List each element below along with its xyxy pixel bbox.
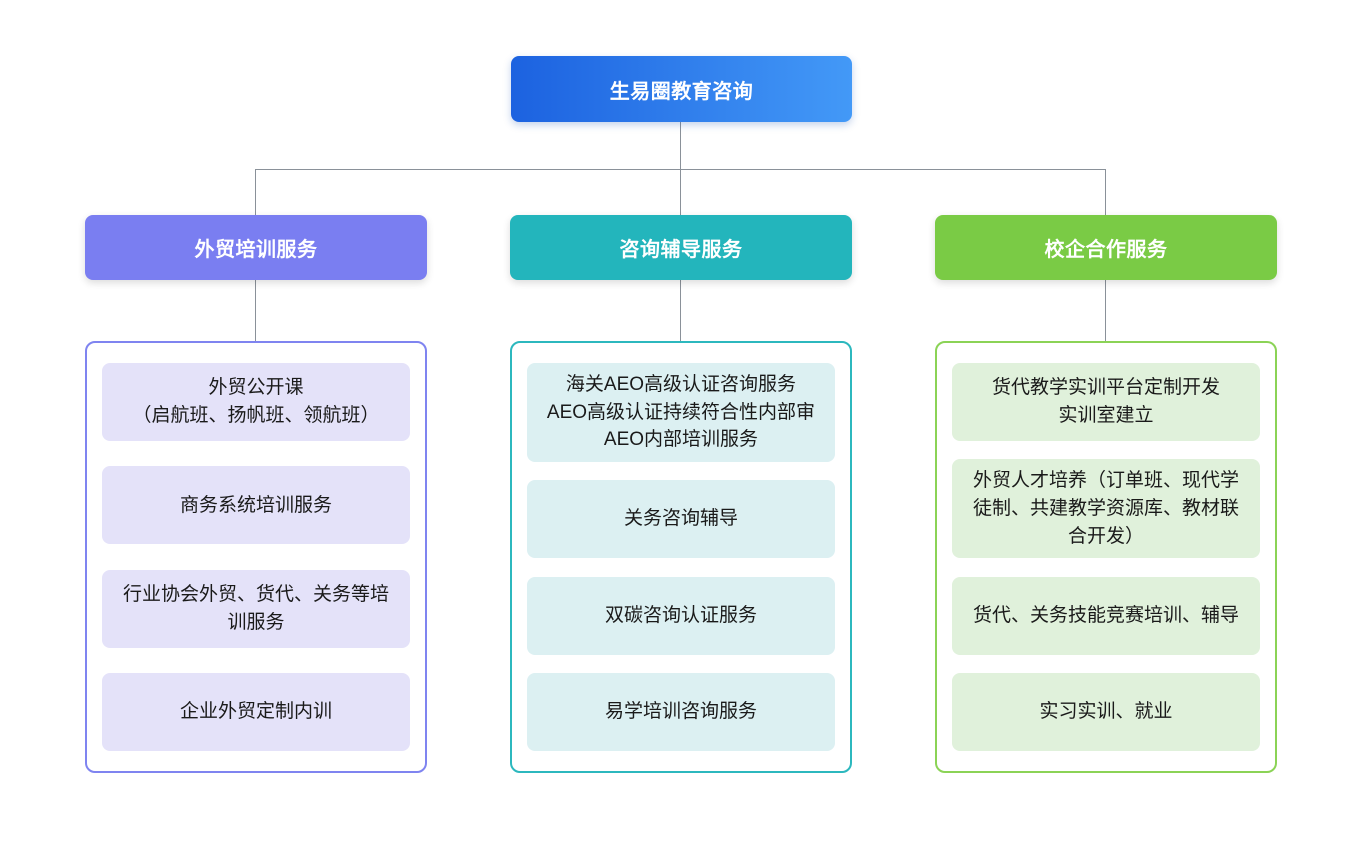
leaf-item: 行业协会外贸、货代、关务等培训服务	[102, 569, 410, 648]
leaf-item: 外贸公开课 （启航班、扬帆班、领航班）	[102, 363, 410, 441]
leaf-item: 易学培训咨询服务	[527, 673, 835, 751]
branch-header-trade-training: 外贸培训服务	[85, 215, 427, 280]
leaf-item: 商务系统培训服务	[102, 466, 410, 545]
leaf-item: 海关AEO高级认证咨询服务 AEO高级认证持续符合性内部审 AEO内部培训服务	[527, 363, 835, 462]
branch-container-consulting: 海关AEO高级认证咨询服务 AEO高级认证持续符合性内部审 AEO内部培训服务 …	[510, 341, 852, 773]
connector-root-drop	[680, 122, 681, 169]
leaf-item: 企业外贸定制内训	[102, 672, 410, 751]
connector-drop-branch-2	[680, 169, 681, 215]
connector-header-drop-3	[1105, 280, 1106, 341]
connector-header-drop-1	[255, 280, 256, 341]
leaf-item: 货代教学实训平台定制开发 实训室建立	[952, 363, 1260, 441]
branch-container-trade-training: 外贸公开课 （启航班、扬帆班、领航班） 商务系统培训服务 行业协会外贸、货代、关…	[85, 341, 427, 773]
branch-container-school-enterprise: 货代教学实训平台定制开发 实训室建立 外贸人才培养（订单班、现代学徒制、共建教学…	[935, 341, 1277, 773]
root-node: 生易圈教育咨询	[511, 56, 852, 122]
connector-drop-branch-3	[1105, 169, 1106, 215]
branch-header-school-enterprise: 校企合作服务	[935, 215, 1277, 280]
branch-header-consulting: 咨询辅导服务	[510, 215, 852, 280]
leaf-item: 关务咨询辅导	[527, 480, 835, 559]
leaf-item: 外贸人才培养（订单班、现代学徒制、共建教学资源库、教材联合开发）	[952, 459, 1260, 559]
leaf-item: 货代、关务技能竞赛培训、辅导	[952, 576, 1260, 655]
leaf-item: 双碳咨询认证服务	[527, 576, 835, 655]
connector-header-drop-2	[680, 280, 681, 341]
leaf-item: 实习实训、就业	[952, 673, 1260, 751]
connector-drop-branch-1	[255, 169, 256, 215]
